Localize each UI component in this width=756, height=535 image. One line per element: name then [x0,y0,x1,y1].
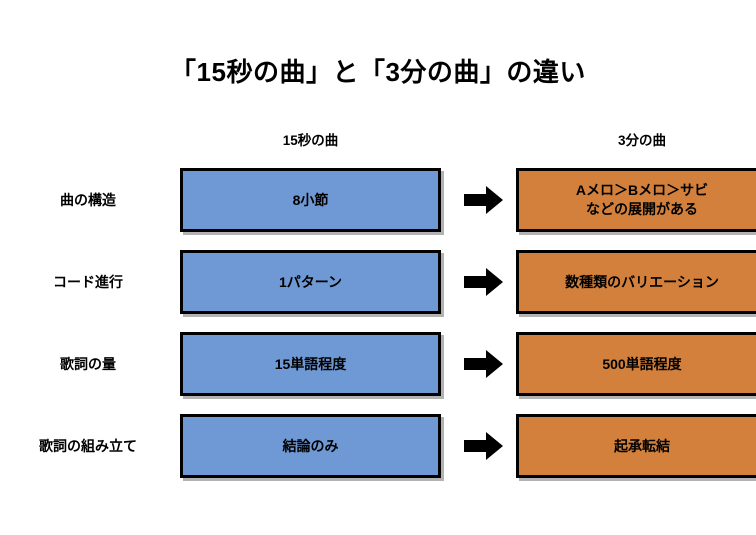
after-box-text: Aメロ＞Bメロ＞サビ などの展開がある [575,182,709,217]
after-box-lyrics-structure: 起承転結 [516,414,756,478]
right-arrow-icon [464,186,503,214]
comparison-row: 曲の構造 8小節 Aメロ＞Bメロ＞サビ などの展開がある [0,168,756,232]
after-box-lyrics-volume: 500単語程度 [516,332,756,396]
row-label-lyrics-structure: 歌詞の組み立て [39,438,137,454]
before-box-text: 結論のみ [282,437,339,454]
after-box-chord-progression: 数種類のバリエーション [516,250,756,314]
before-box-chord-progression: 1パターン [180,250,441,314]
before-box-structure: 8小節 [180,168,441,232]
page-title: 「15秒の曲」と「3分の曲」の違い [170,57,586,87]
row-label-chord-progression: コード進行 [53,274,123,290]
right-arrow-icon [464,432,503,460]
comparison-row: 歌詞の組み立て 結論のみ 起承転結 [0,414,756,478]
comparison-row: 歌詞の量 15単語程度 500単語程度 [0,332,756,396]
after-box-structure: Aメロ＞Bメロ＞サビ などの展開がある [516,168,756,232]
arrow-cell-chord-progression [455,250,513,314]
row-label-lyrics-volume: 歌詞の量 [60,356,116,372]
before-box-text: 8小節 [292,191,329,208]
right-arrow-icon [464,268,503,296]
before-box-lyrics-structure: 結論のみ [180,414,441,478]
before-box-lyrics-volume: 15単語程度 [180,332,441,396]
before-box-text: 15単語程度 [274,355,347,372]
after-box-text: 起承転結 [614,437,670,454]
comparison-row: コード進行 1パターン 数種類のバリエーション [0,250,756,314]
column-header-before: 15秒の曲 [282,133,339,148]
row-label-structure: 曲の構造 [60,192,116,208]
after-box-text: 500単語程度 [602,355,682,372]
arrow-cell-lyrics-volume [455,332,513,396]
right-arrow-icon [464,350,503,378]
before-box-text: 1パターン [278,273,343,290]
after-box-text: 数種類のバリエーション [565,273,719,290]
arrow-cell-lyrics-structure [455,414,513,478]
column-header-after: 3分の曲 [617,133,666,148]
arrow-cell-structure [455,168,513,232]
